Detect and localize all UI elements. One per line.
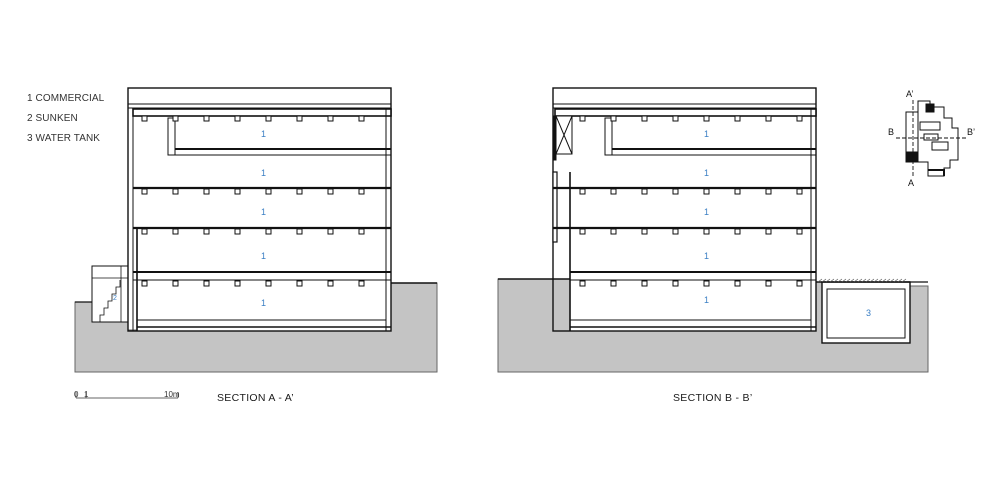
- section-b-room-label: 1: [704, 251, 709, 261]
- beam: [703, 228, 710, 235]
- beam: [672, 228, 679, 235]
- section-b-tank-hatch: [817, 278, 907, 283]
- section-b-room-label: 1: [704, 207, 709, 217]
- key-plan-label-b-prime: B’: [967, 127, 975, 137]
- beam: [234, 188, 241, 195]
- beam: [296, 115, 303, 122]
- section-b-room-label-tank: 3: [866, 308, 871, 318]
- beam: [327, 280, 334, 287]
- section-b-room-label: 1: [704, 129, 709, 139]
- beam: [296, 188, 303, 195]
- beam: [765, 228, 772, 235]
- legend: 1 COMMERCIAL 2 SUNKEN 3 WATER TANK: [27, 89, 104, 149]
- legend-item-sunken: 2 SUNKEN: [27, 113, 78, 124]
- legend-item-water-tank: 3 WATER TANK: [27, 133, 101, 144]
- beam: [610, 280, 617, 287]
- section-b-drawing: [497, 87, 929, 373]
- beam: [579, 228, 586, 235]
- section-b-beams: [579, 115, 803, 287]
- beam: [734, 228, 741, 235]
- beam: [579, 280, 586, 287]
- key-plan: [896, 100, 966, 177]
- beam: [734, 115, 741, 122]
- legend-item-commercial: 1 COMMERCIAL: [27, 93, 105, 104]
- beam: [672, 115, 679, 122]
- beam: [234, 115, 241, 122]
- beam: [796, 228, 803, 235]
- beam: [672, 280, 679, 287]
- section-b-room-label: 1: [704, 168, 709, 178]
- beam: [172, 280, 179, 287]
- beam: [203, 280, 210, 287]
- beam: [234, 228, 241, 235]
- section-a-room-label: 1: [261, 168, 266, 178]
- beam: [796, 115, 803, 122]
- beam: [172, 228, 179, 235]
- beam: [358, 228, 365, 235]
- beam: [296, 280, 303, 287]
- scale-bar-tick-0: 0: [74, 390, 79, 399]
- beam: [327, 228, 334, 235]
- section-a-room-label: 1: [261, 298, 266, 308]
- beam: [703, 188, 710, 195]
- beam: [579, 115, 586, 122]
- beam: [203, 115, 210, 122]
- beam: [796, 280, 803, 287]
- section-a-drawing: [74, 87, 438, 373]
- beam: [141, 228, 148, 235]
- beam: [203, 228, 210, 235]
- beam: [703, 115, 710, 122]
- section-a-room-label: 1: [261, 251, 266, 261]
- beam: [734, 188, 741, 195]
- beam: [579, 188, 586, 195]
- key-plan-label-b: B: [888, 127, 894, 137]
- beam: [172, 188, 179, 195]
- section-a-room-label: 1: [261, 129, 266, 139]
- scale-bar-tick-10: 10m: [164, 390, 180, 399]
- beam: [610, 188, 617, 195]
- beam: [796, 188, 803, 195]
- beam: [265, 188, 272, 195]
- beam: [265, 280, 272, 287]
- beam: [265, 228, 272, 235]
- beam: [641, 228, 648, 235]
- beam: [203, 188, 210, 195]
- scale-bar: [75, 392, 179, 399]
- section-b-room-label: 1: [704, 295, 709, 305]
- key-plan-label-a-prime: A’: [906, 89, 913, 99]
- beam: [234, 280, 241, 287]
- beam: [765, 115, 772, 122]
- scale-bar-tick-1: 1: [84, 390, 89, 399]
- beam: [141, 115, 148, 122]
- beam: [172, 115, 179, 122]
- beam: [358, 280, 365, 287]
- key-plan-label-a: A: [908, 178, 914, 188]
- beam: [296, 228, 303, 235]
- beam: [641, 280, 648, 287]
- beam: [734, 280, 741, 287]
- beam: [358, 115, 365, 122]
- beam: [327, 115, 334, 122]
- beam: [641, 115, 648, 122]
- beam: [672, 188, 679, 195]
- beam: [141, 280, 148, 287]
- beam: [641, 188, 648, 195]
- section-b-title: SECTION B - B’: [673, 392, 752, 404]
- beam: [327, 188, 334, 195]
- beam: [265, 115, 272, 122]
- section-a-room-label: 1: [261, 207, 266, 217]
- beam: [703, 280, 710, 287]
- beam: [610, 115, 617, 122]
- beam: [141, 188, 148, 195]
- section-a-room-label-sunken: 2: [113, 295, 117, 302]
- beam: [358, 188, 365, 195]
- beam: [765, 188, 772, 195]
- beam: [765, 280, 772, 287]
- section-a-title: SECTION A - A’: [217, 392, 294, 404]
- beam: [610, 228, 617, 235]
- section-a-beams: [141, 115, 365, 287]
